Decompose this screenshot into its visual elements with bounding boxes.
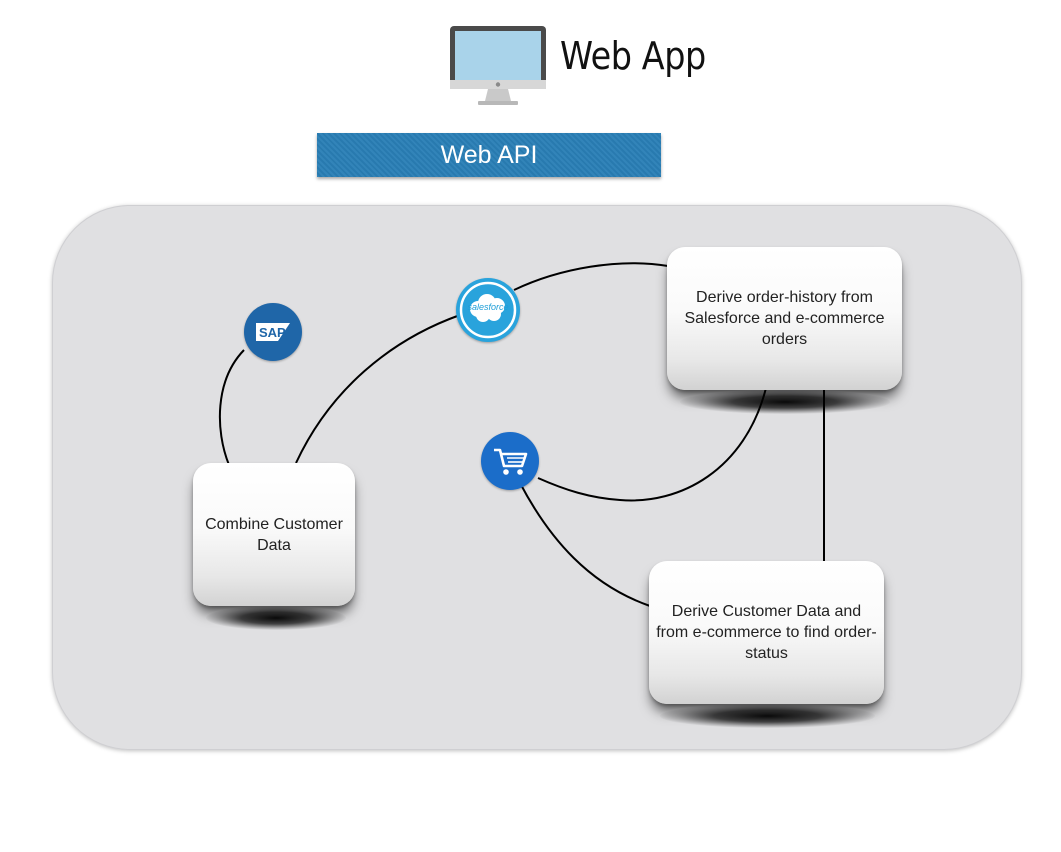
link-salesforce-orderhistory bbox=[513, 262, 669, 291]
link-combine-salesforce bbox=[295, 314, 461, 464]
node-shadow bbox=[206, 606, 346, 630]
order-history-node[interactable]: Derive order-history from Salesforce and… bbox=[667, 247, 902, 390]
combine-customer-data-node[interactable]: Combine Customer Data bbox=[193, 463, 355, 606]
salesforce-label: salesforce bbox=[467, 302, 509, 312]
node-shadow bbox=[660, 704, 875, 728]
link-sap-combine bbox=[218, 349, 245, 466]
link-orderhistory-cart bbox=[537, 387, 767, 502]
link-cart-orderstatus bbox=[519, 482, 651, 607]
sap-badge: SAP bbox=[244, 303, 302, 361]
node-shadow bbox=[680, 390, 890, 414]
shopping-cart-icon bbox=[494, 448, 528, 475]
sap-logo-icon: SAP bbox=[256, 323, 290, 341]
app-title: Web App bbox=[560, 34, 706, 78]
desktop-monitor-icon bbox=[450, 26, 546, 105]
svg-text:SAP: SAP bbox=[259, 325, 286, 340]
web-api-bar[interactable]: Web API bbox=[317, 133, 661, 177]
salesforce-badge: salesforce bbox=[456, 278, 520, 342]
salesforce-logo-icon bbox=[459, 281, 517, 339]
ecommerce-badge bbox=[481, 432, 539, 490]
order-status-node[interactable]: Derive Customer Data and from e-commerce… bbox=[649, 561, 884, 704]
